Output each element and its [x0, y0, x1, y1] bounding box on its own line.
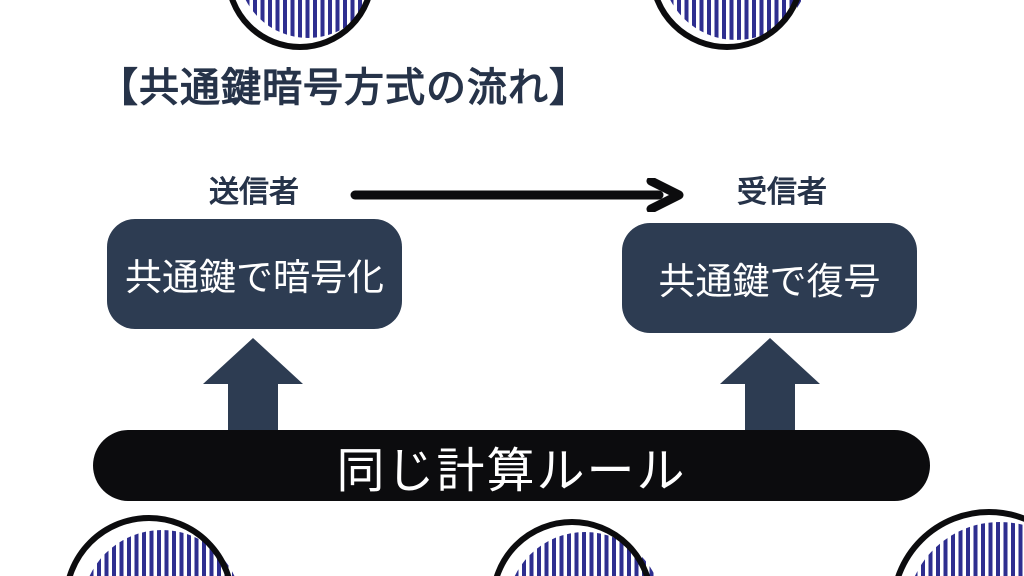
sender-box: 共通鍵で暗号化	[107, 219, 402, 329]
up-arrow-icon	[203, 338, 303, 431]
circle-outline-icon	[490, 519, 654, 576]
circle-outline-icon	[63, 515, 235, 576]
transmit-arrow-icon	[350, 178, 684, 212]
sender-label: 送信者	[209, 176, 299, 209]
sender-box-label: 共通鍵で暗号化	[125, 257, 384, 298]
shared-rule-label: 同じ計算ルール	[336, 444, 687, 498]
circle-outline-icon	[225, 0, 375, 50]
circle-outline-icon	[649, 0, 805, 50]
receiver-box: 共通鍵で復号	[622, 223, 917, 333]
page-title: 【共通鍵暗号方式の流れ】	[98, 66, 590, 110]
shared-rule-bar: 同じ計算ルール	[93, 430, 930, 501]
receiver-label: 受信者	[737, 176, 827, 209]
circle-outline-icon	[890, 509, 1024, 576]
up-arrow-icon	[720, 338, 820, 431]
receiver-box-label: 共通鍵で復号	[658, 261, 881, 302]
